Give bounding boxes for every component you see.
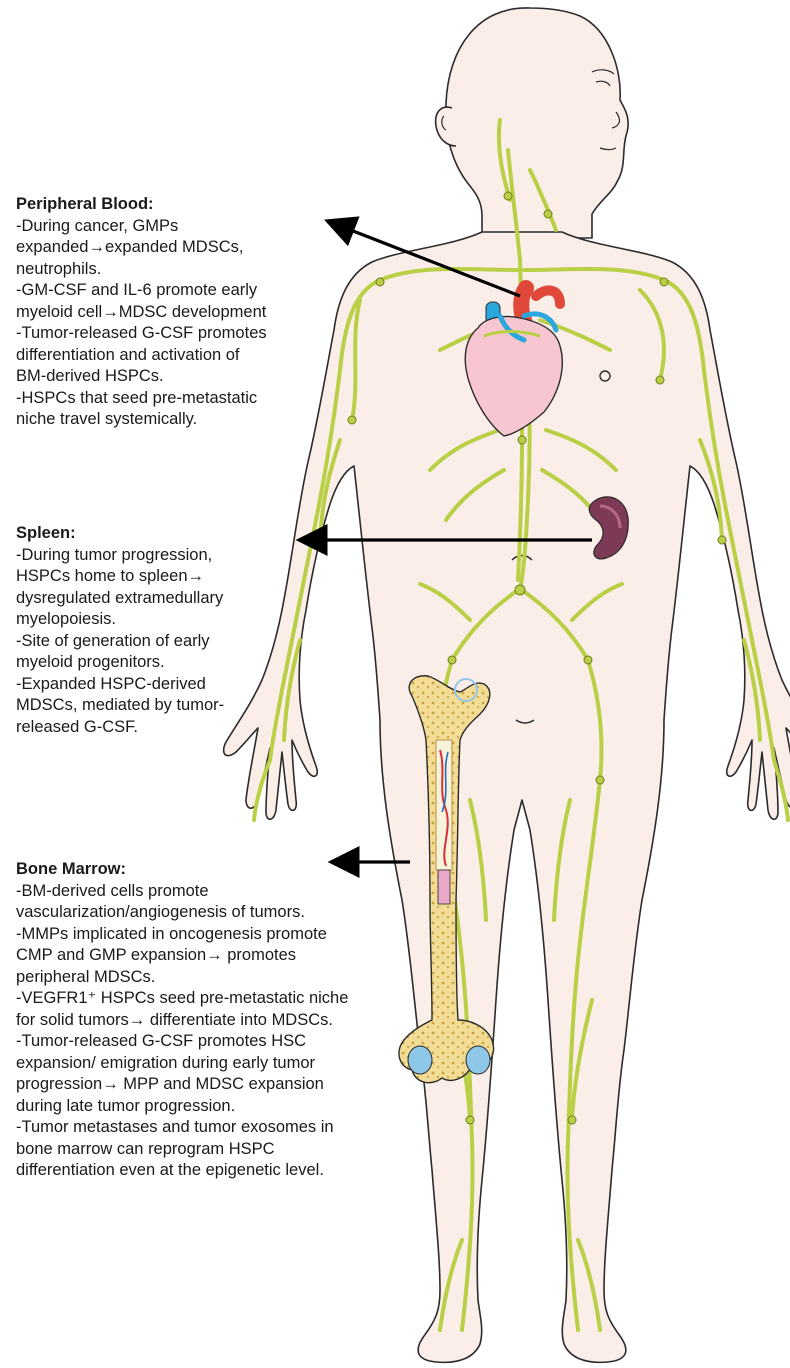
spleen-line: -Expanded HSPC-derived [16,674,224,696]
spleen-line: myeloid progenitors. [16,652,224,674]
bone-marrow-line: peripheral MDSCs. [16,967,348,989]
peripheral-blood-line: BM-derived HSPCs. [16,366,267,388]
spleen-line: MDSCs, mediated by tumor- [16,695,224,717]
spleen-line: HSPCs home to spleen→ [16,566,224,588]
bone-marrow-heading: Bone Marrow: [16,859,348,881]
bone-marrow-line: vascularization/angiogenesis of tumors. [16,902,348,924]
peripheral-blood-line: -HSPCs that seed pre-metastatic [16,388,267,410]
spleen-text-block: Spleen: -During tumor progression, HSPCs… [16,523,224,738]
peripheral-blood-line: niche travel systemically. [16,409,267,431]
bone-marrow-line: for solid tumors→ differentiate into MDS… [16,1010,348,1032]
spleen-heading: Spleen: [16,523,224,545]
bone-marrow-line: -Tumor metastases and tumor exosomes in [16,1117,348,1139]
peripheral-blood-heading: Peripheral Blood: [16,194,267,216]
spleen-line: dysregulated extramedullary [16,588,224,610]
peripheral-blood-line: -GM-CSF and IL-6 promote early [16,280,267,302]
bone-marrow-text-block: Bone Marrow: -BM-derived cells promote v… [16,859,348,1182]
bone-marrow-line: -VEGFR1⁺ HSPCs seed pre-metastatic niche [16,988,348,1010]
bone-marrow-line: during late tumor progression. [16,1096,348,1118]
bone-marrow-line: bone marrow can reprogram HSPC [16,1139,348,1161]
bone-marrow-line: -Tumor-released G-CSF promotes HSC [16,1031,348,1053]
spleen-line: myelopoiesis. [16,609,224,631]
spleen-line: -Site of generation of early [16,631,224,653]
peripheral-blood-line: neutrophils. [16,259,267,281]
peripheral-blood-line: myeloid cell→MDSC development [16,302,267,324]
peripheral-blood-line: -During cancer, GMPs [16,216,267,238]
peripheral-blood-line: -Tumor-released G-CSF promotes [16,323,267,345]
bone-marrow-line: progression→ MPP and MDSC expansion [16,1074,348,1096]
bone-marrow-line: expansion/ emigration during early tumor [16,1053,348,1075]
peripheral-blood-text-block: Peripheral Blood: -During cancer, GMPs e… [16,194,267,431]
bone-marrow-line: differentiation even at the epigenetic l… [16,1160,348,1182]
bone-marrow-line: CMP and GMP expansion→ promotes [16,945,348,967]
peripheral-blood-line: expanded→expanded MDSCs, [16,237,267,259]
bone-marrow-line: -BM-derived cells promote [16,881,348,903]
peripheral-blood-line: differentiation and activation of [16,345,267,367]
spleen-line: -During tumor progression, [16,545,224,567]
spleen-line: released G-CSF. [16,717,224,739]
bone-marrow-line: -MMPs implicated in oncogenesis promote [16,924,348,946]
